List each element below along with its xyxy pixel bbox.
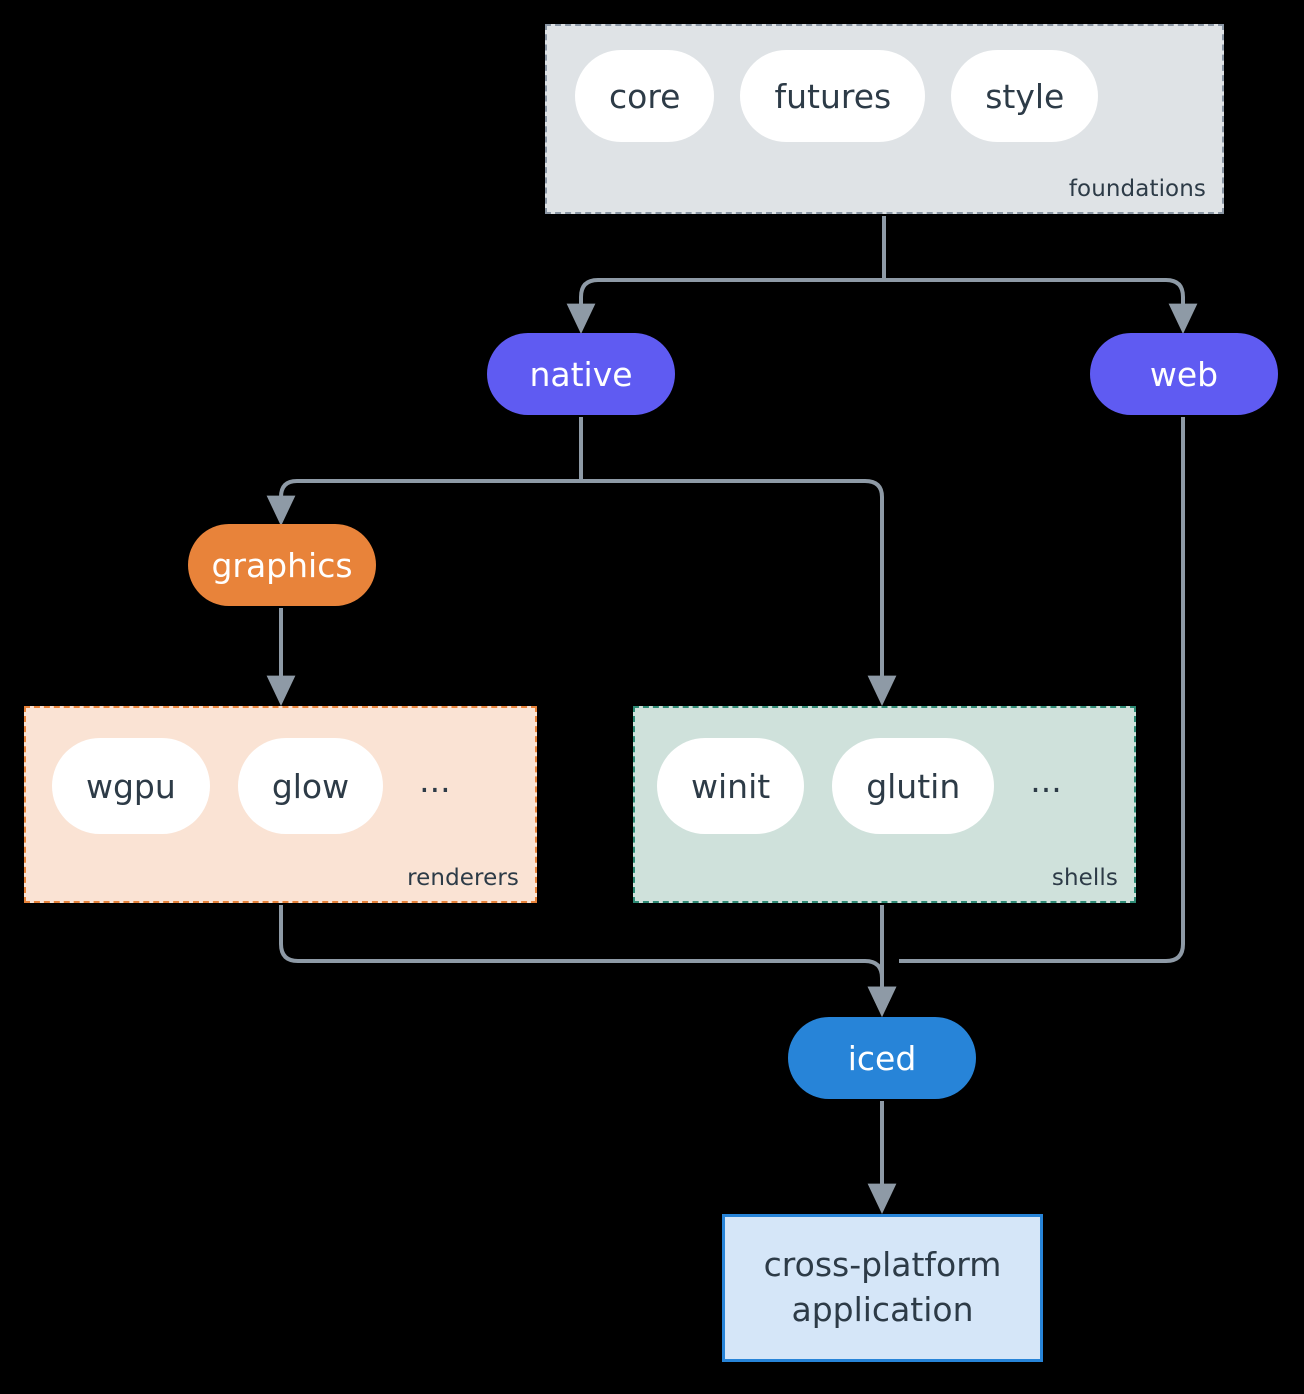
pill-wgpu[interactable]: wgpu (52, 738, 210, 834)
pill-glutin[interactable]: glutin (832, 738, 995, 834)
pill-glow[interactable]: glow (237, 738, 384, 834)
pill-style[interactable]: style (951, 50, 1099, 142)
foundations-items: core futures style (575, 50, 1099, 142)
node-graphics[interactable]: graphics (188, 524, 376, 606)
edge-native-graphics (266, 479, 581, 527)
cluster-renderers: wgpu glow ... renderers (24, 706, 537, 903)
cluster-label-foundations: foundations (1068, 176, 1206, 202)
renderers-items: wgpu glow ... (52, 738, 459, 834)
edge-native-shells (581, 479, 897, 707)
node-iced[interactable]: iced (788, 1017, 976, 1099)
node-web[interactable]: web (1090, 333, 1278, 415)
application-label-line1: cross-platform (763, 1245, 1002, 1285)
cluster-label-shells: shells (1051, 865, 1118, 891)
node-native[interactable]: native (487, 333, 675, 415)
cluster-shells: winit glutin ... shells (633, 706, 1136, 903)
edge-renderers-iced (279, 905, 897, 1018)
shells-items: winit glutin ... (657, 738, 1070, 834)
pill-core[interactable]: core (575, 50, 715, 142)
pill-futures[interactable]: futures (740, 50, 926, 142)
edge-foundations-native (566, 278, 884, 335)
cluster-foundations: core futures style foundations (545, 24, 1224, 214)
pill-winit[interactable]: winit (657, 738, 805, 834)
application-label-line2: application (791, 1290, 974, 1329)
renderers-overflow-ellipsis: ... (419, 760, 451, 800)
shells-overflow-ellipsis: ... (1030, 760, 1062, 800)
node-cross-platform-application[interactable]: cross-platform application (722, 1214, 1043, 1362)
cluster-label-renderers: renderers (407, 865, 519, 891)
edge-foundations-web (884, 278, 1198, 335)
